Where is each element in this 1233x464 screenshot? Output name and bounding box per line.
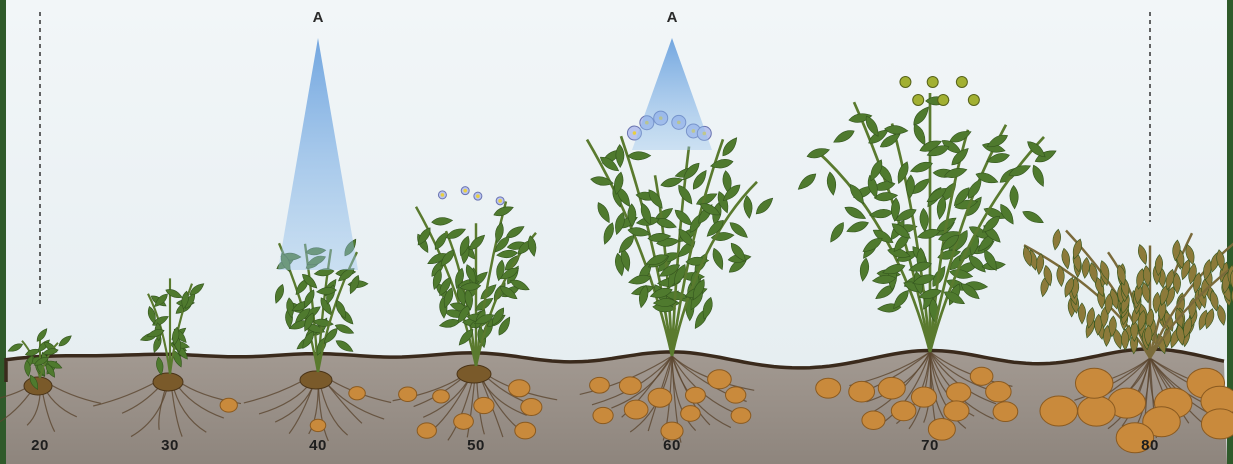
tuber bbox=[944, 401, 969, 421]
berry bbox=[956, 77, 967, 88]
tuber bbox=[993, 402, 1018, 422]
tuber bbox=[349, 387, 366, 400]
marker-label-1: A bbox=[313, 9, 324, 26]
tuber bbox=[590, 377, 610, 393]
tuber bbox=[515, 422, 536, 439]
tuber bbox=[417, 423, 436, 438]
tuber bbox=[310, 419, 326, 431]
tuber bbox=[220, 398, 237, 412]
stage-label-80: 80 bbox=[1141, 437, 1159, 454]
tuber bbox=[474, 397, 494, 413]
tuber bbox=[433, 390, 450, 403]
berry bbox=[900, 77, 911, 88]
tuber bbox=[648, 388, 672, 407]
berry bbox=[913, 95, 924, 106]
tuber bbox=[731, 408, 751, 424]
tuber bbox=[862, 411, 885, 429]
tuber bbox=[986, 382, 1012, 402]
tuber bbox=[878, 377, 905, 399]
stage-label-50: 50 bbox=[467, 437, 485, 454]
tuber bbox=[1040, 396, 1078, 426]
stage-label-30: 30 bbox=[161, 437, 179, 454]
stage-label-60: 60 bbox=[663, 437, 681, 454]
tuber bbox=[593, 407, 613, 423]
flower-center bbox=[476, 194, 480, 198]
flower-center bbox=[498, 199, 502, 203]
stage-label-40: 40 bbox=[309, 437, 327, 454]
tuber bbox=[509, 380, 530, 397]
tuber bbox=[891, 401, 916, 421]
tuber bbox=[399, 387, 417, 401]
flower-center bbox=[633, 131, 637, 135]
berry bbox=[938, 95, 949, 106]
berry bbox=[968, 95, 979, 106]
tuber bbox=[624, 400, 648, 419]
tuber bbox=[454, 414, 474, 430]
flower-center bbox=[441, 193, 445, 197]
tuber bbox=[816, 378, 841, 398]
left-edge-strip bbox=[0, 0, 6, 464]
tuber bbox=[619, 377, 641, 395]
stage-label-20: 20 bbox=[31, 437, 49, 454]
stage-label-70: 70 bbox=[921, 437, 939, 454]
tuber bbox=[685, 387, 705, 403]
tuber bbox=[708, 370, 732, 389]
tuber bbox=[970, 367, 993, 385]
flower-center bbox=[463, 189, 467, 193]
seed-tuber bbox=[153, 373, 183, 391]
tuber bbox=[726, 387, 746, 403]
seed-tuber bbox=[300, 371, 332, 389]
tuber bbox=[1075, 368, 1113, 398]
tuber bbox=[911, 387, 936, 407]
tuber bbox=[521, 399, 542, 416]
tuber bbox=[849, 381, 875, 402]
seed-tuber bbox=[457, 365, 491, 383]
berry bbox=[927, 77, 938, 88]
tuber bbox=[1201, 409, 1233, 439]
tuber bbox=[681, 406, 701, 422]
tuber bbox=[946, 383, 970, 403]
tuber bbox=[1078, 396, 1116, 426]
marker-label-2: A bbox=[667, 9, 678, 26]
